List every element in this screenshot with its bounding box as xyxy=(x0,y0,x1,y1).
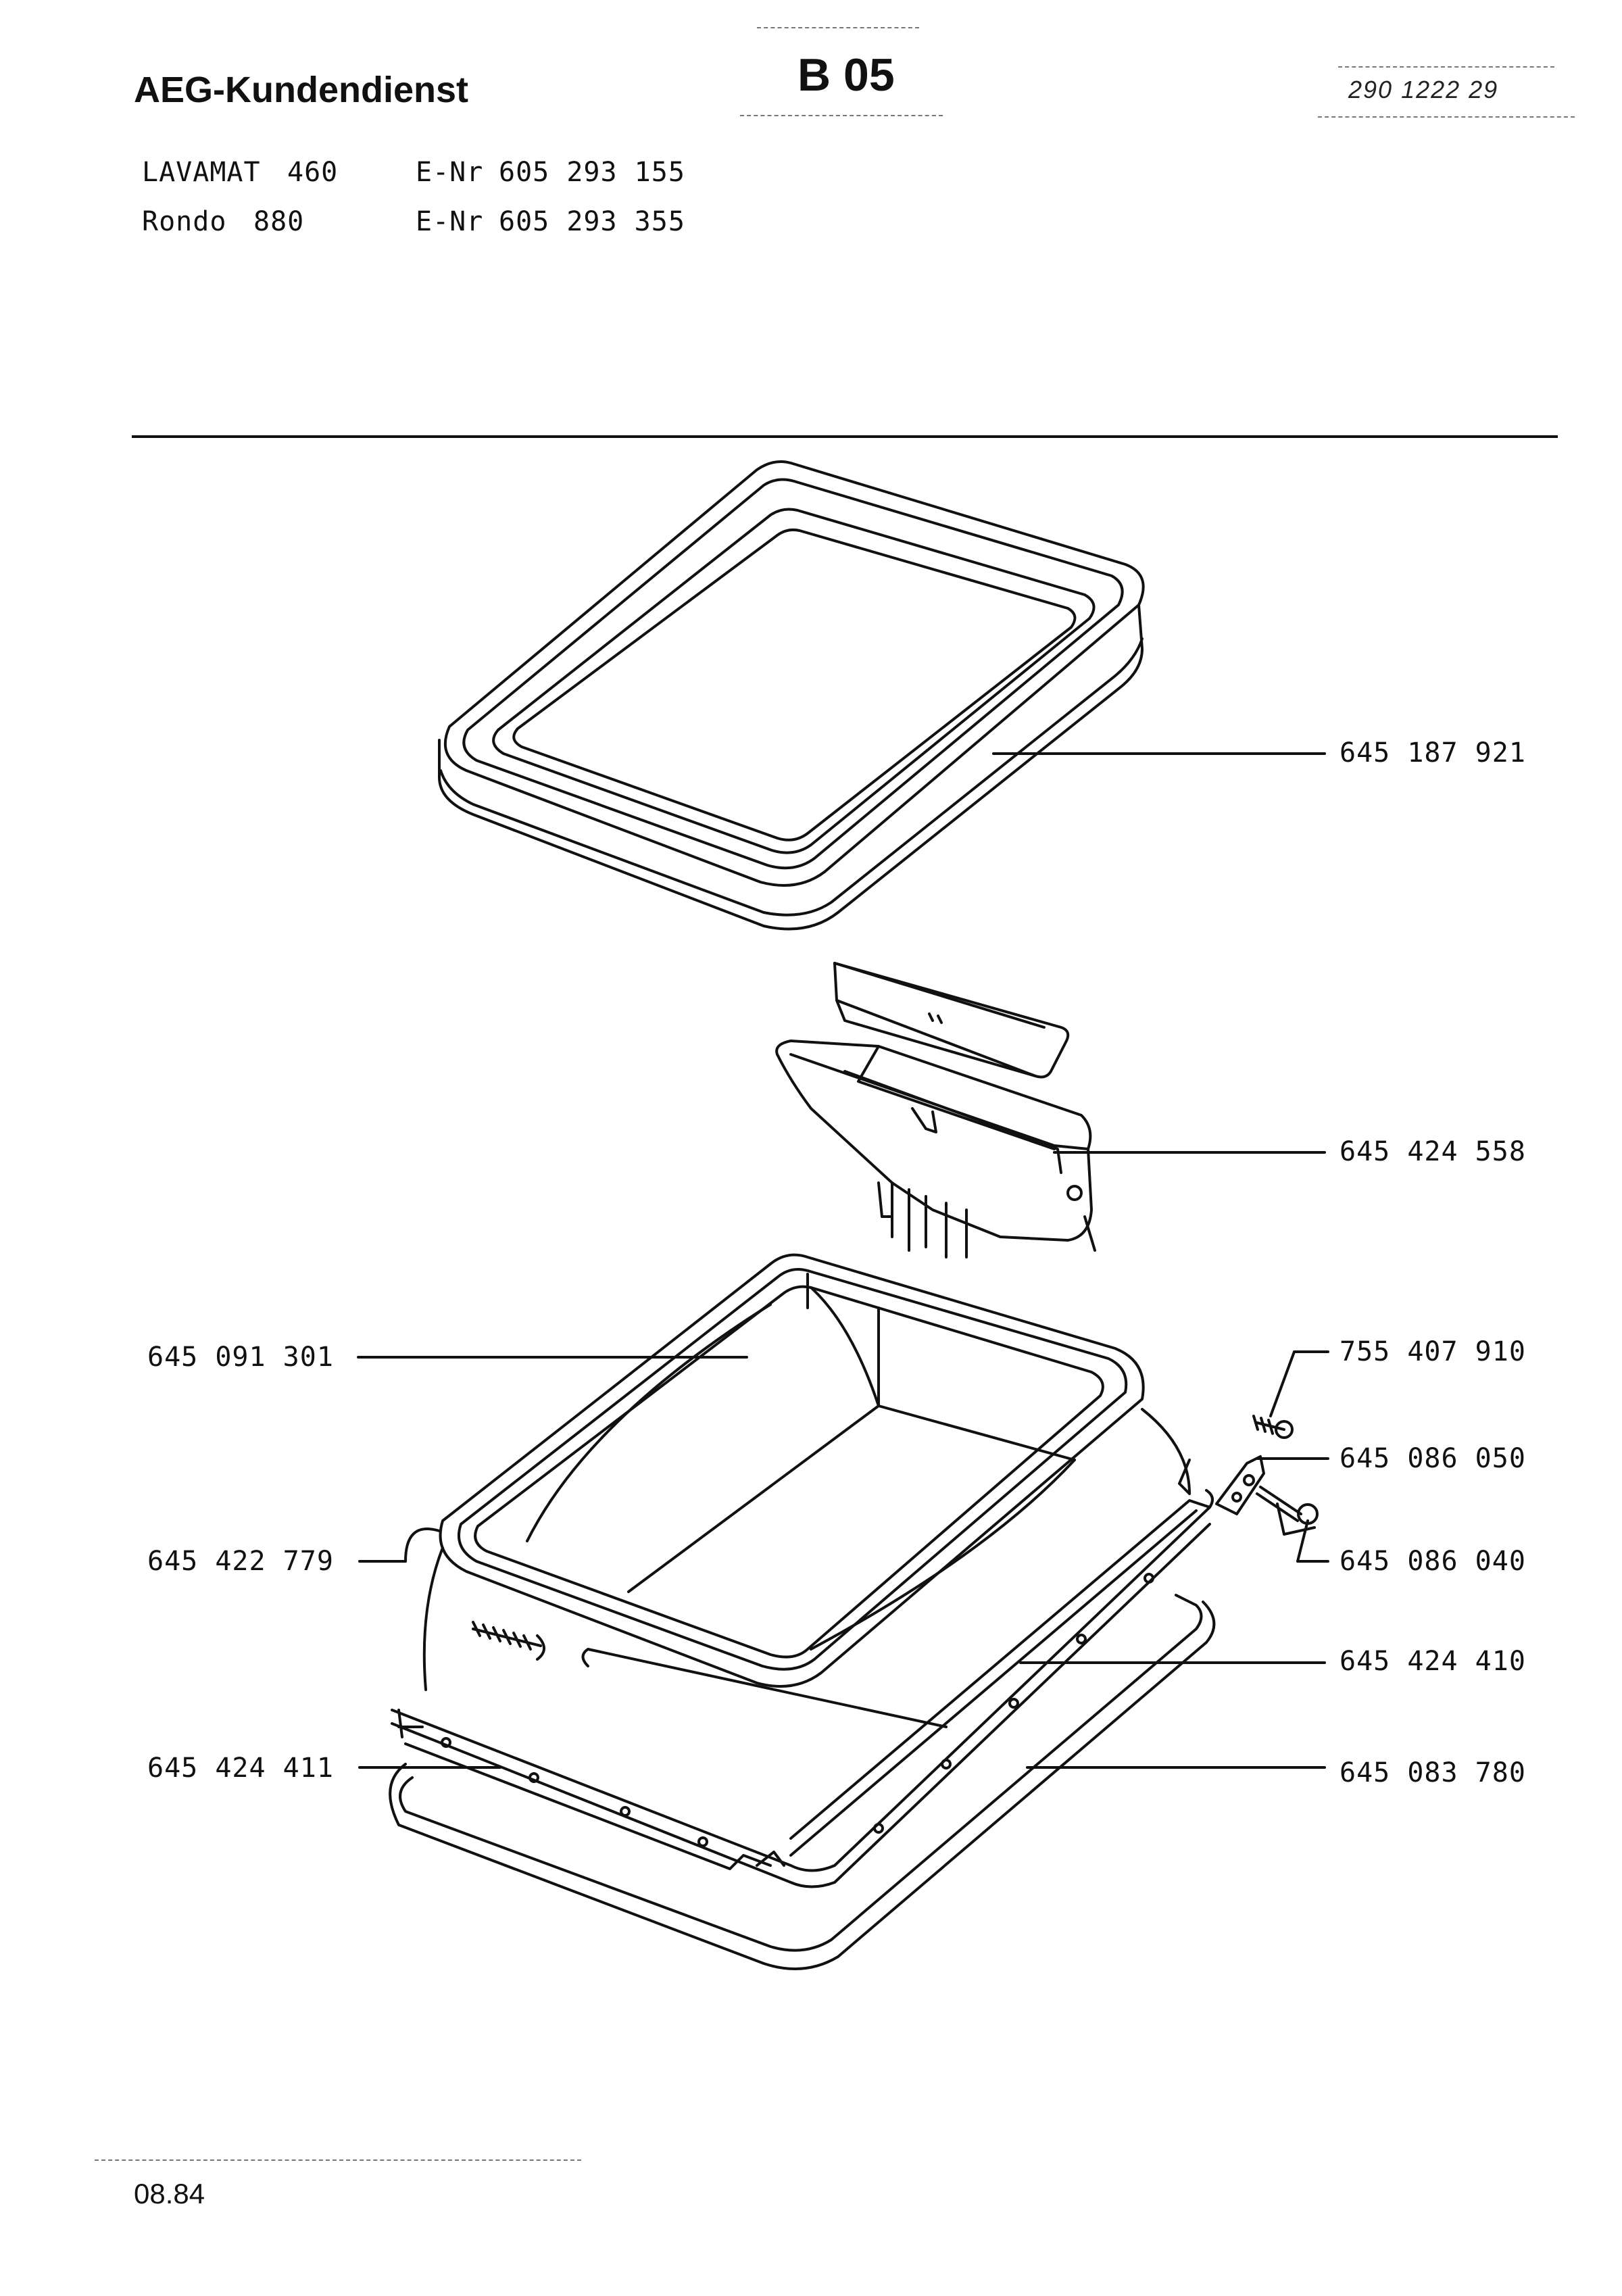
brand-title: AEG-Kundendienst xyxy=(134,70,468,110)
label-top-seal-ring: 645 187 921 xyxy=(1340,737,1526,768)
base-gasket-drawing xyxy=(358,1594,1326,1970)
label-hinge-plate: 645 086 050 xyxy=(1340,1443,1526,1474)
footer-date: 08.84 xyxy=(134,2178,205,2209)
model-2-name: Rondo xyxy=(142,206,227,237)
label-base-gasket: 645 083 780 xyxy=(1340,1757,1526,1788)
model-1-enr-label: E-Nr xyxy=(416,157,484,188)
label-tension-spring: 645 422 779 xyxy=(147,1546,334,1577)
cover-plate-drawing xyxy=(833,962,1070,1079)
label-hinge-pin: 645 086 040 xyxy=(1340,1546,1526,1577)
model-1-variant: 460 xyxy=(287,157,339,188)
label-clamp-ring-left: 645 424 411 xyxy=(147,1753,334,1784)
code-box-top xyxy=(757,27,919,28)
lid-bracket-drawing xyxy=(775,1040,1326,1259)
top-seal-ring-drawing xyxy=(438,460,1326,931)
docno-box-top xyxy=(1338,66,1554,68)
tub-drawing xyxy=(357,1253,1191,1691)
label-clamp-ring-right: 645 424 410 xyxy=(1340,1646,1526,1677)
clamp-ring-drawing xyxy=(391,1489,1214,1888)
footer-dash xyxy=(95,2159,581,2161)
docno-box-bottom xyxy=(1318,116,1575,118)
model-2-enr: 605 293 355 xyxy=(499,206,685,237)
label-lid-bracket: 645 424 558 xyxy=(1340,1136,1526,1167)
code-box-bottom xyxy=(740,115,943,116)
hinge-parts-drawing xyxy=(1178,1350,1329,1563)
document-number: 290 1222 29 xyxy=(1348,76,1499,103)
spring-drawing xyxy=(358,1528,948,1728)
label-tub-inner: 645 091 301 xyxy=(147,1342,334,1373)
model-1-enr: 605 293 155 xyxy=(499,157,685,188)
header-separator xyxy=(132,435,1558,438)
model-2-variant: 880 xyxy=(253,206,305,237)
label-screw: 755 407 910 xyxy=(1340,1336,1526,1367)
model-2-enr-label: E-Nr xyxy=(416,206,484,237)
model-1-name: LAVAMAT xyxy=(142,157,261,188)
section-code: B 05 xyxy=(797,49,895,101)
